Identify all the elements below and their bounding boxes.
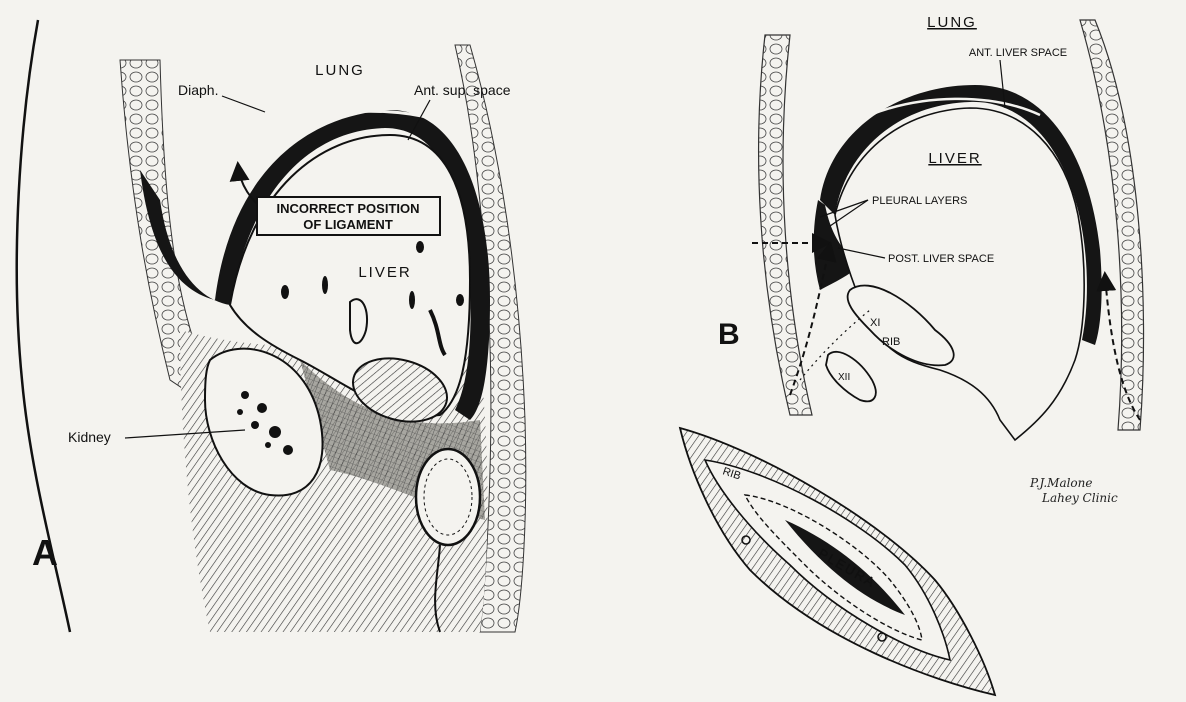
panel-b: LUNG ANT. LIVER SPACE LIVER PLEURAL LAYE… xyxy=(718,14,1144,440)
panel-a-diaph-label: Diaph. xyxy=(178,82,218,98)
signature-line1: P.J.Malone xyxy=(1029,476,1092,490)
panel-b-rib-xii-label: XII xyxy=(838,372,850,383)
panel-b-post-liver-label: POST. LIVER SPACE xyxy=(888,253,994,265)
incision-view: RIB PLEURA xyxy=(680,428,995,695)
panel-b-liver-label: LIVER xyxy=(928,150,981,167)
panel-b-lung-label: LUNG xyxy=(927,14,977,31)
panel-a-ant-sup-label: Ant. sup. space xyxy=(414,82,511,98)
incorrect-label-line1: INCORRECT POSITION xyxy=(276,201,419,216)
panel-b-ant-liver-label: ANT. LIVER SPACE xyxy=(969,47,1067,59)
panel-a-liver-label: LIVER xyxy=(358,264,411,281)
colon xyxy=(416,449,480,545)
panel-b-letter: B xyxy=(718,318,740,351)
signature-line2: Lahey Clinic xyxy=(1041,491,1118,505)
panel-a-lung-label: LUNG xyxy=(315,62,365,79)
panel-a: LUNG Diaph. Ant. sup. space INCORRECT PO… xyxy=(17,20,526,632)
panel-a-letter: A xyxy=(32,532,58,573)
panel-b-rib-label: RIB xyxy=(882,336,900,348)
b-rib-xii xyxy=(826,352,876,401)
panel-b-pleural-label: PLEURAL LAYERS xyxy=(872,195,967,207)
incorrect-label-line2: OF LIGAMENT xyxy=(303,217,393,232)
panel-a-kidney-label: Kidney xyxy=(68,429,111,445)
panel-b-rib-xi-label: XI xyxy=(870,317,880,329)
b-chest-wall-left xyxy=(759,35,812,415)
diaph-leader xyxy=(222,96,265,112)
